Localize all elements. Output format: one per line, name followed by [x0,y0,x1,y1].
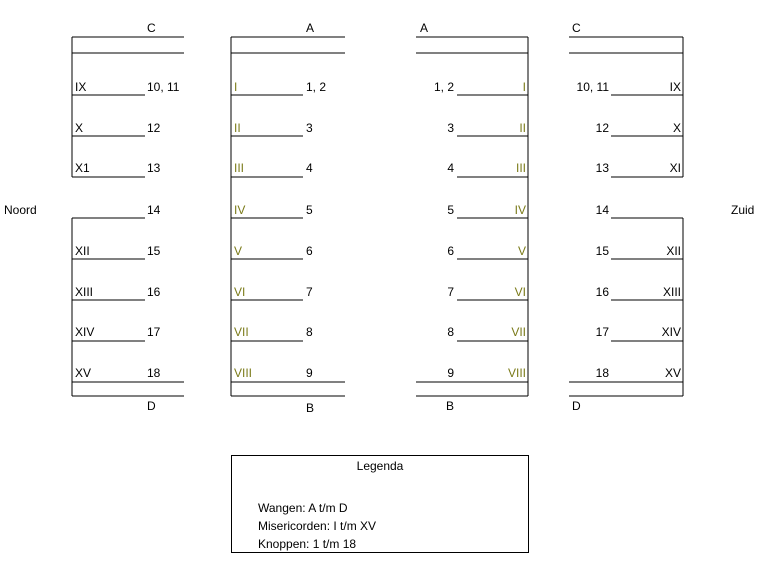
knop-label: 16 [147,285,161,299]
misericorde-label: VI [234,285,245,299]
misericorde-label: XII [666,244,681,258]
knop-label: 1, 2 [434,80,454,94]
misericorde-label: XIII [663,285,681,299]
wang-label-b-south: B [446,399,454,413]
north-label: Noord [4,203,37,217]
wang-label-a-north: A [306,21,314,35]
misericorde-label: XII [75,244,90,258]
misericorde-label: VII [511,325,526,339]
knop-label: 4 [306,161,313,175]
misericorde-label: VI [515,285,526,299]
misericorde-label: I [234,80,237,94]
knop-label: 7 [447,285,454,299]
knop-label: 9 [306,366,313,380]
misericorde-label: VII [234,325,249,339]
misericorde-label: XIV [75,325,94,339]
misericorde-label: III [234,161,244,175]
knop-label: 16 [596,285,610,299]
wang-label-a-south: A [420,21,428,35]
knop-label: 15 [596,244,610,258]
misericorde-label: V [518,244,526,258]
knop-label: 17 [147,325,161,339]
knop-label: 5 [306,203,313,217]
wang-label-b-north: B [306,401,314,415]
misericorde-label: X [75,121,83,135]
wang-label-c-north: C [147,21,156,35]
south-label: Zuid [731,203,754,217]
knop-label: 7 [306,285,313,299]
knop-label: 12 [596,121,610,135]
knop-label: 17 [596,325,610,339]
knop-label: 15 [147,244,161,258]
legend-line-wangen: Wangen: A t/m D [258,501,348,515]
legend-line-misericorden: Misericorden: I t/m XV [258,519,376,533]
misericorde-label: I [523,80,526,94]
stall-row-south-inner [416,36,529,397]
misericorde-label: II [519,121,526,135]
legend-line-knoppen: Knoppen: 1 t/m 18 [258,537,356,551]
stall-row-north-inner [230,36,345,397]
stall-row-south-outer [569,36,684,397]
knop-label: 18 [596,366,610,380]
misericorde-label: XI [670,161,681,175]
wang-label-c-south: C [572,21,581,35]
knop-label: 10, 11 [147,80,180,94]
knop-label: 5 [447,203,454,217]
knop-label: 13 [596,161,610,175]
legend: Legenda Wangen: A t/m D Misericorden: I … [231,455,529,553]
knop-label: 14 [596,203,610,217]
misericorde-label: XV [665,366,681,380]
knop-label: 13 [147,161,161,175]
legend-title: Legenda [357,459,404,473]
knop-label: 8 [306,325,313,339]
knop-label: 6 [306,244,313,258]
misericorde-label: VIII [508,366,526,380]
misericorde-label: XIV [662,325,681,339]
misericorde-label: II [234,121,241,135]
knop-label: 8 [447,325,454,339]
misericorde-label: VIII [234,366,252,380]
knop-label: 14 [147,203,161,217]
wang-label-d-south: D [572,399,581,413]
misericorde-label: XV [75,366,91,380]
knop-label: 3 [447,121,454,135]
misericorde-label: X1 [75,161,90,175]
knop-label: 1, 2 [306,80,326,94]
knop-label: 12 [147,121,161,135]
knop-label: 4 [447,161,454,175]
misericorde-label: IV [234,203,245,217]
misericorde-label: X [673,121,681,135]
legend-box [231,455,529,553]
misericorde-label: IX [75,80,86,94]
knop-label: 18 [147,366,161,380]
wang-label-d-north: D [147,399,156,413]
misericorde-label: IX [670,80,681,94]
misericorde-label: IV [515,203,526,217]
misericorde-label: XIII [75,285,93,299]
misericorde-label: V [234,244,242,258]
misericorde-label: III [516,161,526,175]
knop-label: 6 [447,244,454,258]
knop-label: 9 [447,366,454,380]
knop-label: 10, 11 [577,80,610,94]
knop-label: 3 [306,121,313,135]
